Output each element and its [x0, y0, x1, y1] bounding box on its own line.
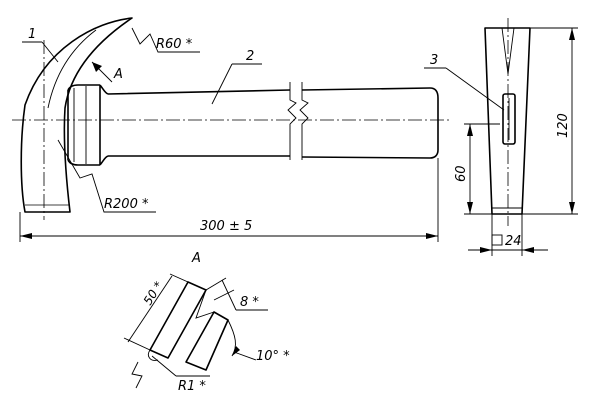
r200-leader — [57, 139, 156, 213]
claw-outline — [20, 17, 133, 213]
part-3-leader — [445, 67, 505, 111]
d8-dim-line — [221, 279, 237, 311]
part-1-label: 1 — [28, 27, 36, 42]
wedge-right-part — [185, 311, 229, 371]
hammer-main-view — [12, 17, 450, 220]
view-arrow-a: A — [91, 61, 123, 83]
angle-text: 10° * — [256, 349, 290, 364]
square-symbol — [491, 234, 503, 246]
part-3-label: 3 — [430, 53, 438, 68]
height-120-dimension: 120 — [522, 27, 578, 215]
r1-arc — [147, 349, 159, 361]
h120-arrow-top — [569, 28, 575, 40]
h60-arrow-top — [467, 124, 473, 136]
h60-arrow-bottom — [467, 202, 473, 214]
part-1-callout: 1 — [22, 27, 59, 63]
length-arrow-left — [20, 233, 32, 239]
handle-right — [301, 87, 439, 159]
angle-dimension: 10° * — [227, 319, 290, 364]
r60-text: R60 * — [156, 37, 193, 52]
r1-leader — [151, 355, 177, 377]
part-2-leader — [211, 63, 233, 105]
section-break — [131, 361, 143, 389]
side-outline — [484, 27, 531, 215]
d50-ext-top — [169, 273, 189, 283]
hammer-side-view — [484, 18, 531, 226]
height-60-dimension: 60 — [454, 123, 500, 215]
r60-callout: R60 * — [131, 27, 200, 53]
section-a-detail — [131, 281, 229, 389]
length-dimension: 300 ± 5 — [19, 158, 439, 242]
handle-left — [107, 89, 291, 157]
head-neck — [99, 84, 109, 166]
part-2-label: 2 — [246, 49, 254, 64]
square-text: 24 — [505, 234, 522, 249]
hammer-head-block — [67, 84, 100, 166]
d50-text: 50 * — [141, 279, 166, 308]
sq-arrow-right — [522, 247, 534, 253]
r60-leader — [131, 27, 200, 53]
angle-leader — [233, 351, 257, 361]
r1-callout: R1 * — [151, 355, 210, 394]
length-arrow-right — [426, 233, 438, 239]
section-a-label: A — [191, 251, 201, 266]
square-24-dimension: 24 — [468, 214, 548, 256]
d8-ext-a — [205, 277, 227, 291]
angle-arrow — [232, 346, 240, 356]
part-1-leader — [41, 41, 59, 63]
part-3-callout: 3 — [424, 53, 505, 111]
h120-arrow-bottom — [569, 202, 575, 214]
wedge-body — [149, 281, 207, 359]
h60-text: 60 — [454, 165, 469, 182]
part-2-callout: 2 — [211, 49, 262, 105]
d50-dim-line — [127, 275, 173, 343]
d50-ext-bottom — [123, 337, 151, 351]
arrow-a-head — [92, 62, 102, 72]
arrow-a-label: A — [113, 67, 123, 82]
wedge-split — [195, 289, 215, 319]
d8-dimension: 8 * — [205, 277, 268, 311]
d8-text: 8 * — [240, 295, 259, 310]
break-mark — [287, 82, 309, 160]
r200-callout: R200 * — [57, 139, 156, 213]
sq-arrow-left — [480, 247, 492, 253]
claw-groove — [47, 29, 97, 109]
r200-text: R200 * — [104, 197, 149, 212]
r1-text: R1 * — [178, 379, 206, 394]
d8-ext-b — [213, 289, 235, 301]
length-text: 300 ± 5 — [200, 219, 252, 234]
h120-text: 120 — [556, 113, 571, 138]
wedge-slot — [502, 93, 516, 145]
